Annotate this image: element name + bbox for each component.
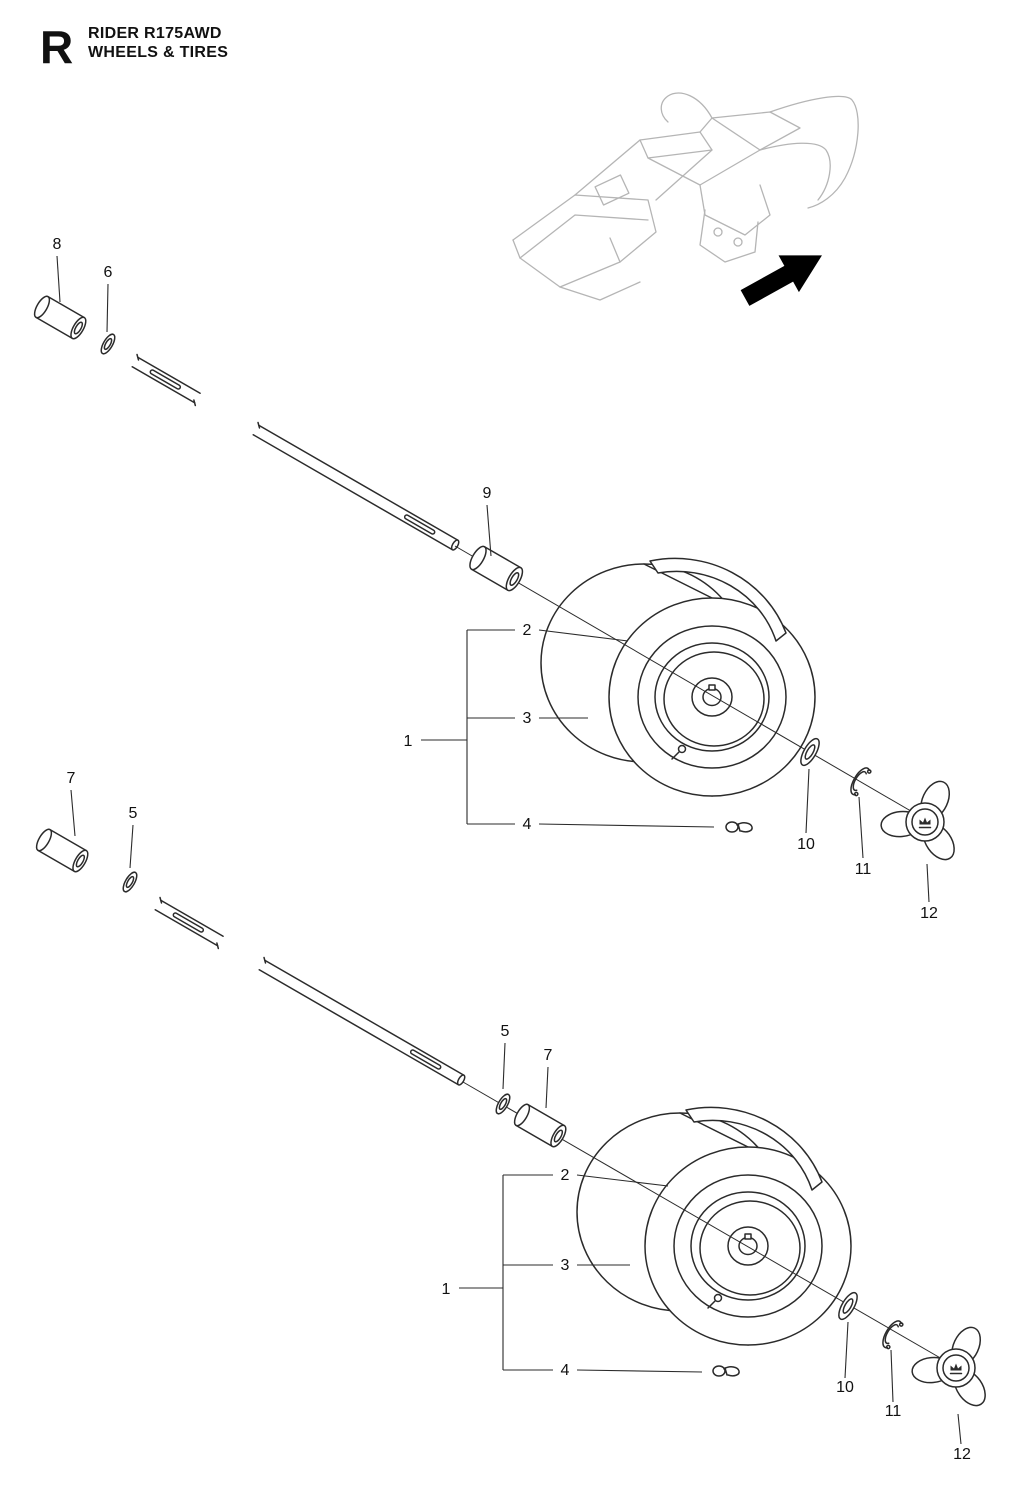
model-title: RIDER R175AWD: [88, 25, 222, 42]
callout-7-label: 7: [67, 770, 76, 787]
wheel-knob-12-bottom: [910, 1322, 993, 1412]
callout-9-label: 9: [483, 485, 492, 502]
callout-1-label: 1: [404, 733, 413, 750]
callout-11-label: 11: [855, 861, 872, 878]
spacer-sleeve-7: [32, 826, 92, 875]
callout-8-label: 8: [53, 236, 62, 253]
callout-10-label: 10: [836, 1379, 854, 1396]
axis-centerline-top: [454, 545, 929, 822]
assembly-bottom: 7 5 5 7 2 3 1 4 10 11 12: [32, 770, 993, 1463]
page-header: R RIDER R175AWD WHEELS & TIRES: [40, 21, 228, 73]
clip-pin-4-bottom: [712, 1365, 740, 1377]
callout-1-label: 1: [442, 1281, 451, 1298]
callout-5-label: 5: [129, 805, 138, 822]
washer-5: [119, 869, 141, 895]
washer-10-bottom: [834, 1289, 862, 1323]
wheel-tire-top: [540, 557, 816, 797]
callout-7-axle-label: 7: [544, 1047, 553, 1064]
machine-reference-thumbnail: [512, 92, 859, 301]
callout-lines-top: [56, 255, 930, 903]
callout-2-label: 2: [561, 1167, 570, 1184]
wheel-knob-12-top: [879, 776, 962, 866]
callout-lines-bottom: [70, 789, 962, 1445]
clip-pin-4-top: [725, 821, 753, 833]
callout-5-axle-label: 5: [501, 1023, 510, 1040]
callout-4-label: 4: [523, 816, 532, 833]
assembly-top: 8 6 9 2 3 1 4 10 11 12: [30, 236, 962, 922]
bushing-9: [465, 543, 527, 594]
callout-12-label: 12: [953, 1446, 971, 1463]
callout-10-label: 10: [797, 836, 815, 853]
callout-12-label: 12: [920, 905, 938, 922]
spacer-sleeve-7-axle: [510, 1101, 570, 1150]
location-arrow-icon: [740, 255, 822, 306]
axle-tip-bottom: [151, 896, 227, 950]
retaining-ring-11-bottom: [878, 1317, 905, 1351]
callout-3-label: 3: [523, 710, 532, 727]
callout-11-label: 11: [885, 1403, 902, 1420]
callout-6-label: 6: [104, 264, 113, 281]
section-title: WHEELS & TIRES: [88, 44, 228, 61]
section-letter: R: [40, 21, 73, 73]
wheel-tire-bottom: [576, 1106, 852, 1346]
washer-6: [97, 331, 119, 357]
callout-4-label: 4: [561, 1362, 570, 1379]
axle-shaft-top: [250, 421, 462, 552]
axle-shaft-bottom: [256, 956, 468, 1087]
axle-tip-top: [128, 353, 204, 407]
callout-3-label: 3: [561, 1257, 570, 1274]
callout-2-label: 2: [523, 622, 532, 639]
washer-5-axle: [492, 1091, 514, 1117]
